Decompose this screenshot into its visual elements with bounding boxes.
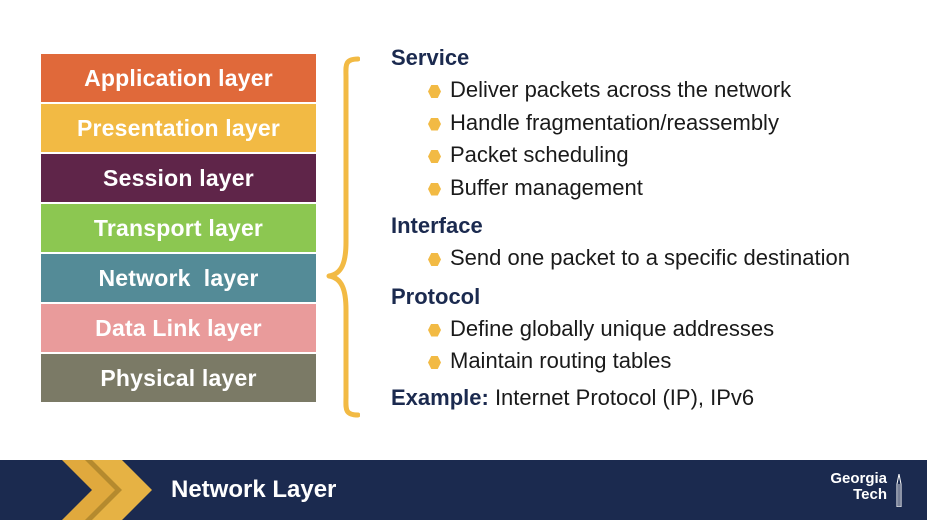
interface-heading: Interface	[391, 213, 483, 238]
logo-line-1: Georgia	[830, 470, 887, 487]
list-item: Handle fragmentation/reassembly	[391, 107, 921, 140]
example-label: Example:	[391, 384, 489, 410]
hexagon-bullet-icon	[428, 150, 441, 163]
logo-text: Georgia Tech	[830, 471, 887, 503]
list-item: Maintain routing tables	[391, 345, 921, 378]
list-item: Deliver packets across the network	[391, 74, 921, 107]
list-item: Buffer management	[391, 172, 921, 205]
bullet-text: Maintain routing tables	[450, 348, 672, 373]
chevron-decoration-icon	[0, 460, 152, 520]
layer-description: Service Deliver packets across the netwo…	[391, 44, 921, 412]
bullet-text: Packet scheduling	[450, 142, 629, 167]
service-heading: Service	[391, 45, 470, 70]
hexagon-bullet-icon	[428, 356, 441, 369]
hexagon-bullet-icon	[428, 117, 441, 131]
footer-bar: Network Layer Georgia Tech	[0, 460, 927, 520]
protocol-heading: Protocol	[391, 283, 481, 309]
layer-data-link: Data Link layer	[41, 304, 316, 352]
layer-transport: Transport layer	[41, 204, 316, 252]
georgia-tech-logo: Georgia Tech	[805, 471, 905, 511]
bullet-text: Send one packet to a specific destinatio…	[450, 245, 850, 270]
hexagon-bullet-icon	[428, 253, 441, 266]
layer-physical: Physical layer	[41, 354, 316, 402]
list-item: Define globally unique addresses	[391, 313, 921, 346]
example-line: Example: Internet Protocol (IP), IPv6	[391, 384, 921, 412]
example-text: Internet Protocol (IP), IPv6	[488, 384, 755, 410]
list-item: Send one packet to a specific destinatio…	[391, 242, 921, 275]
bullet-text: Handle fragmentation/reassembly	[450, 109, 779, 135]
hexagon-bullet-icon	[428, 182, 441, 196]
layer-network: Network layer	[41, 254, 316, 302]
list-item: Packet scheduling	[391, 139, 921, 172]
layer-session: Session layer	[41, 154, 316, 202]
tower-icon	[896, 474, 902, 507]
service-list: Deliver packets across the network Handl…	[391, 74, 921, 204]
layer-application: Application layer	[41, 54, 316, 102]
bullet-text: Buffer management	[450, 174, 643, 200]
bullet-text: Define globally unique addresses	[450, 315, 775, 341]
logo-line-2: Tech	[853, 486, 887, 503]
bullet-text: Deliver packets across the network	[450, 77, 792, 102]
osi-layer-stack: Application layer Presentation layer Ses…	[41, 54, 316, 404]
layer-presentation: Presentation layer	[41, 104, 316, 152]
curly-brace-icon	[326, 56, 360, 418]
protocol-list: Define globally unique addresses Maintai…	[391, 313, 921, 378]
slide-title: Network Layer	[171, 476, 337, 503]
hexagon-bullet-icon	[428, 323, 441, 337]
hexagon-bullet-icon	[428, 85, 441, 98]
interface-list: Send one packet to a specific destinatio…	[391, 242, 921, 275]
